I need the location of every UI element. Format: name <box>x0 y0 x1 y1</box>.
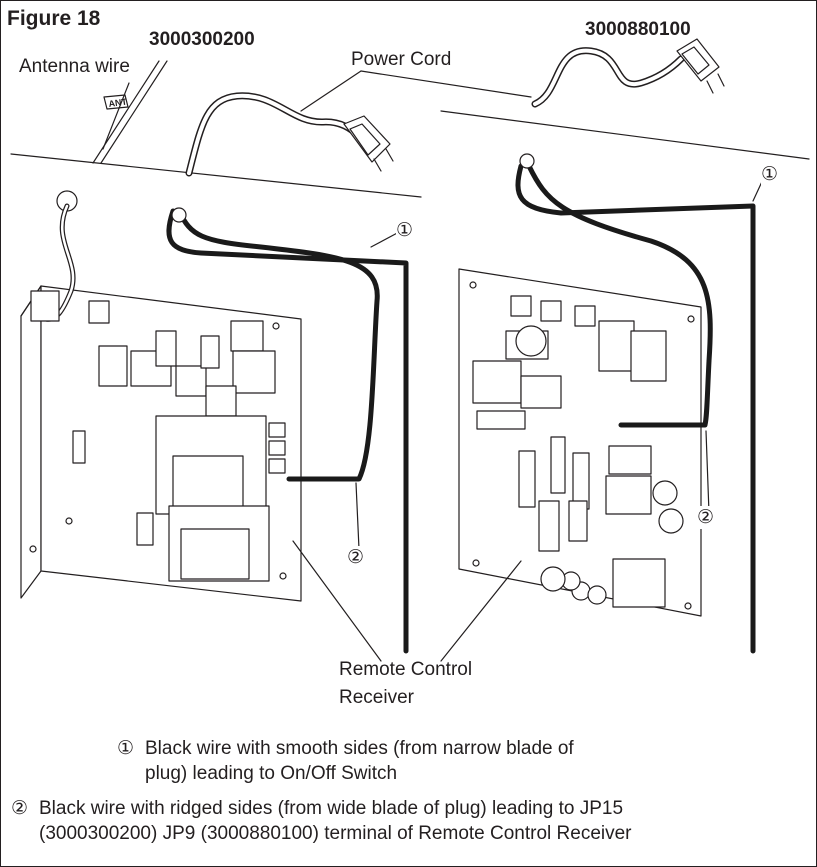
callout-1-left: ① <box>396 219 414 242</box>
legend-1-number: ① <box>117 738 135 759</box>
left-top-edge <box>10 153 422 198</box>
model-number-left: 3000300200 <box>149 29 255 50</box>
receiver-label-line1: Remote Control <box>339 659 473 680</box>
ant-tag-text: ANT <box>108 96 128 109</box>
wire-1-left <box>166 208 409 654</box>
receiver-leader-right <box>440 560 522 662</box>
power-cord-left <box>185 92 394 177</box>
power-cord-right <box>531 38 725 108</box>
right-top-edge <box>440 110 810 160</box>
wire-2-right <box>526 163 713 428</box>
power-cord-leader-left <box>300 70 362 112</box>
left-receiver-board <box>20 190 302 602</box>
legend-item-2: ② Black wire with ridged sides (from wide… <box>11 796 632 846</box>
callout-2-right-leader <box>705 430 710 514</box>
receiver-label-line2: Receiver <box>339 687 414 708</box>
right-receiver-board <box>458 268 702 617</box>
legend-item-1: ① Black wire with smooth sides (from narr… <box>117 736 574 786</box>
figure-title: Figure 18 <box>7 7 101 30</box>
antenna-wire-label: Antenna wire <box>19 56 130 77</box>
wire-1-right <box>515 163 756 654</box>
power-cord-leader-right <box>360 70 532 98</box>
receiver-leader-left <box>292 540 382 662</box>
wire-2-left <box>176 208 380 482</box>
callout-1-right: ① <box>761 163 779 186</box>
callout-2-left: ② <box>347 546 365 569</box>
legend-2-number: ② <box>11 798 29 819</box>
callout-2-right: ② <box>697 506 715 529</box>
antenna-leader <box>102 82 130 150</box>
callout-2-left-leader <box>355 482 360 550</box>
power-cord-label: Power Cord <box>351 49 452 70</box>
legend-2-text: Black wire with ridged sides (from wide … <box>39 798 632 844</box>
model-number-right: 3000880100 <box>585 19 691 40</box>
legend-1-text: Black wire with smooth sides (from narro… <box>145 738 574 784</box>
